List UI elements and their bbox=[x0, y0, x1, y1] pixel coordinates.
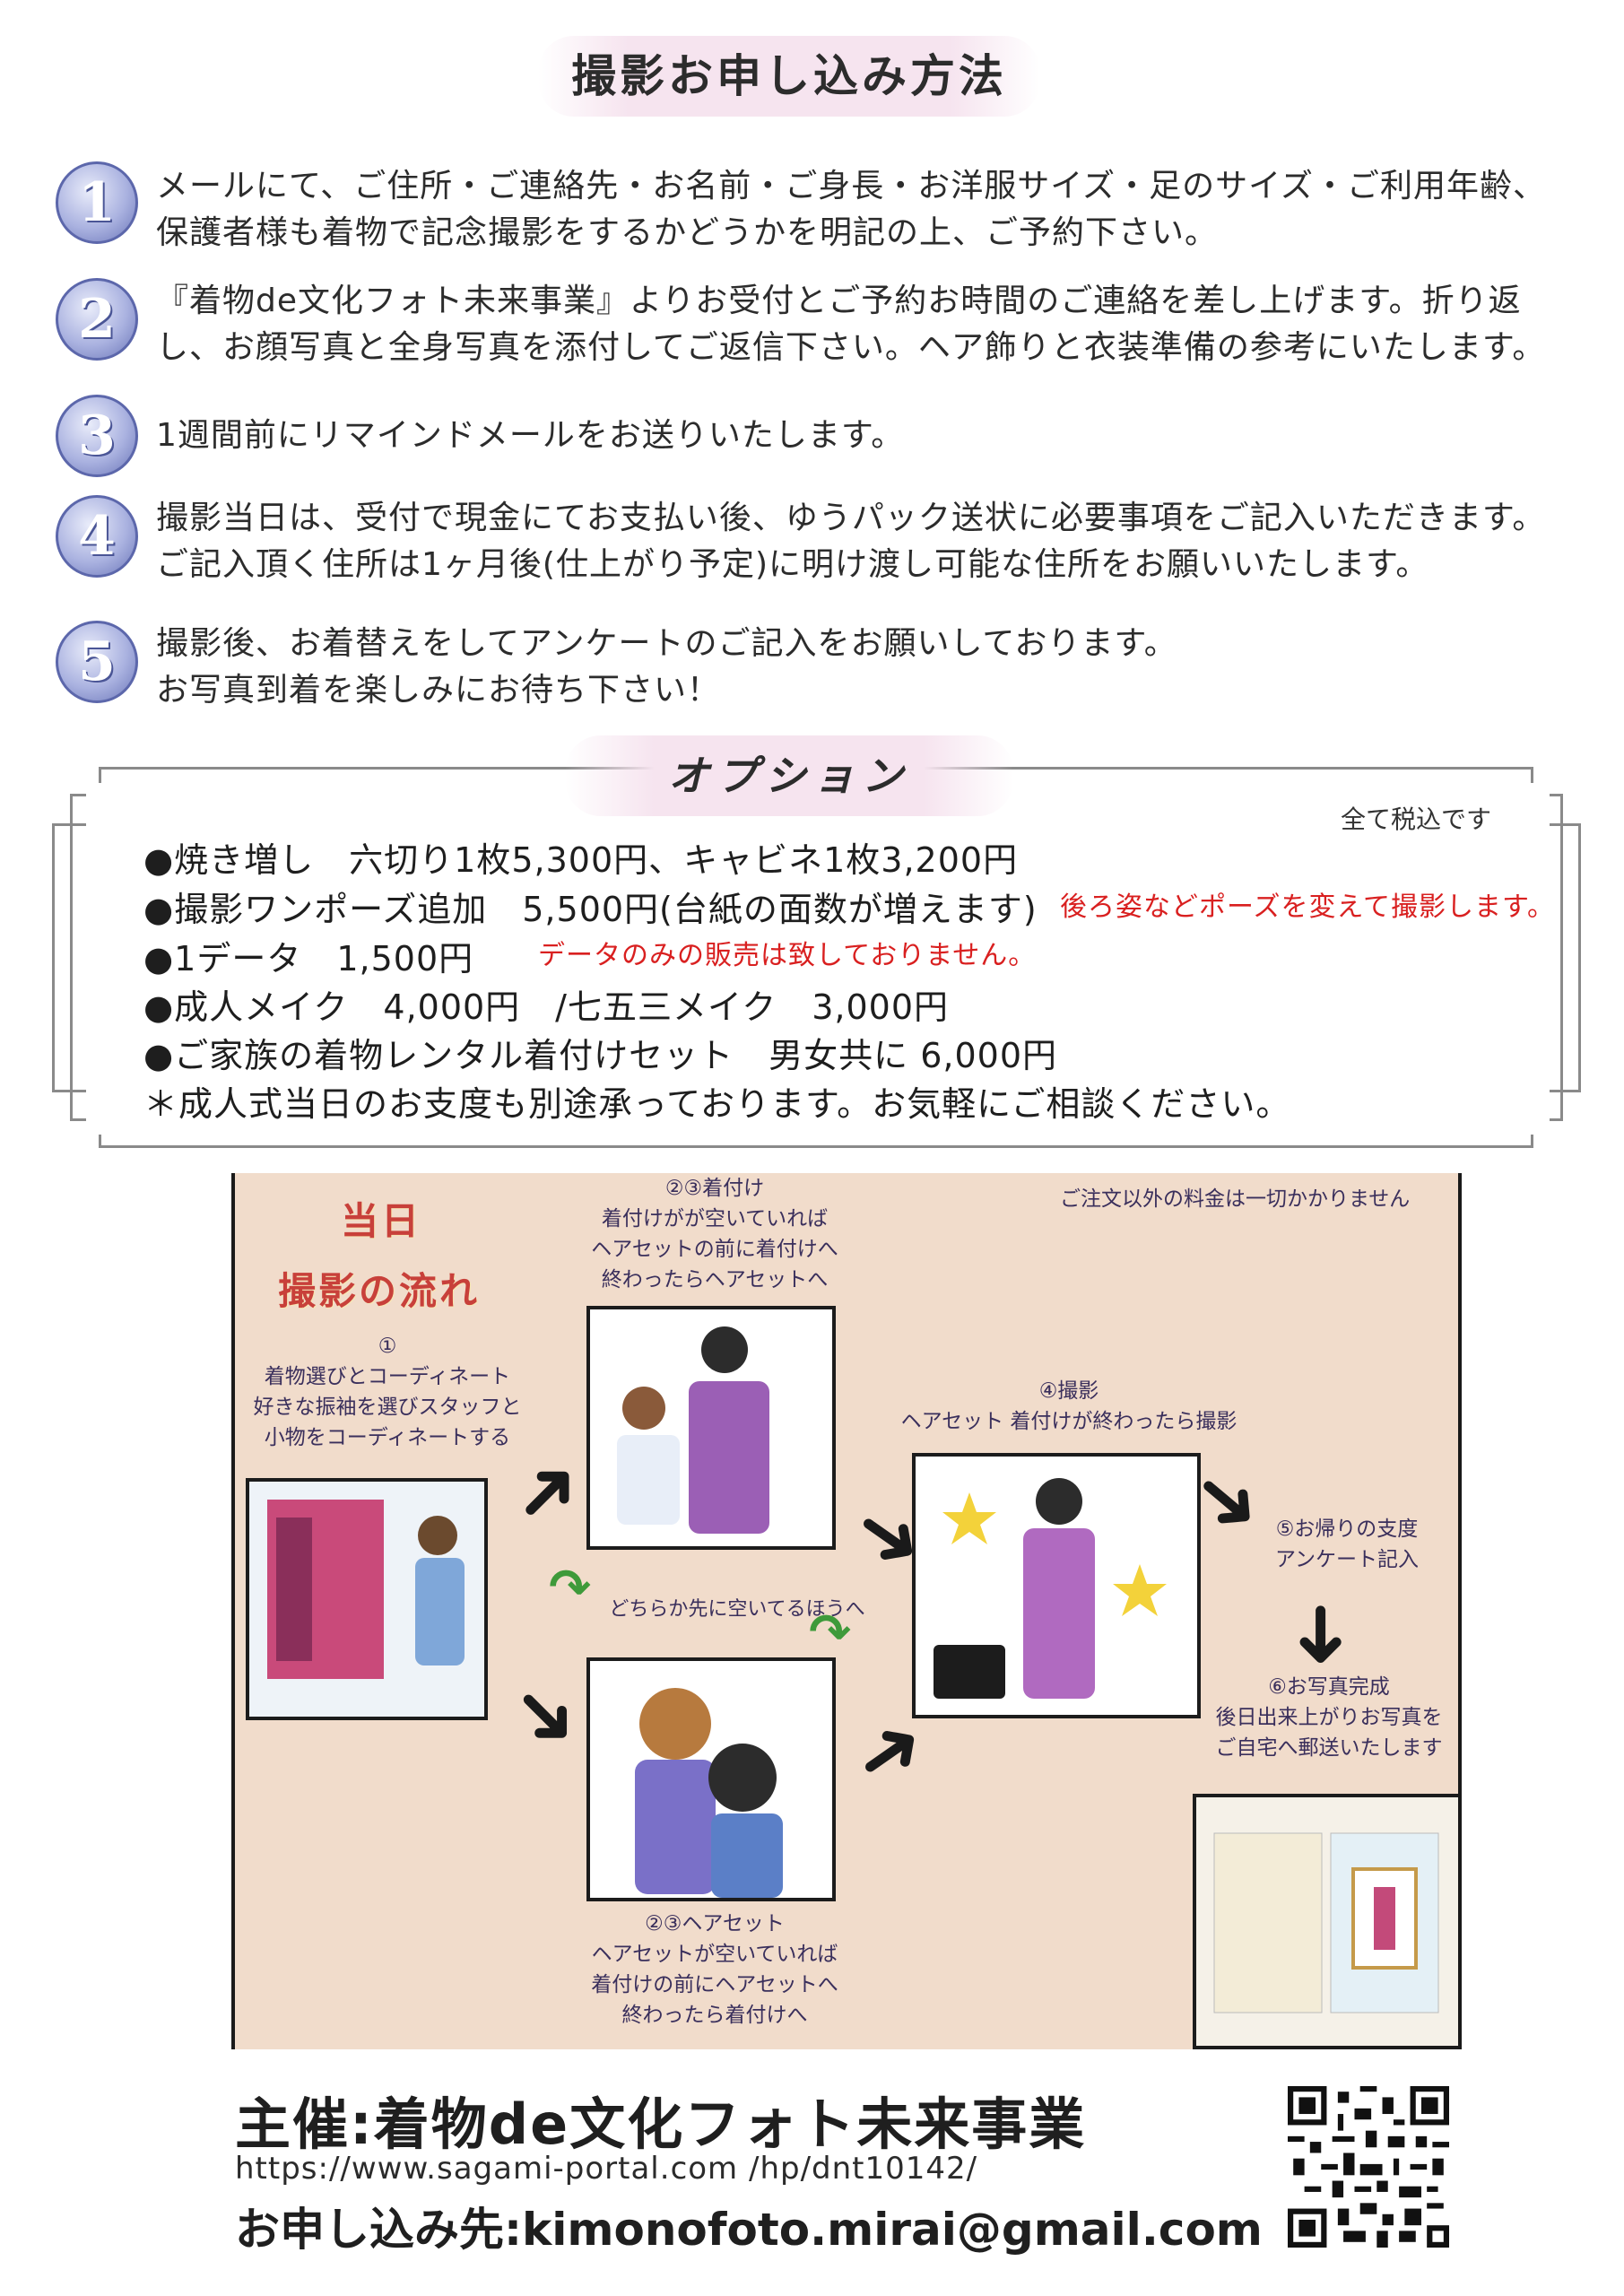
option-reprint: ●焼き増し 六切り1枚5,300円、キャビネ1枚3,200円 bbox=[143, 840, 1019, 880]
step-text: 1週間前にリマインドメールをお送りいたします。 bbox=[156, 417, 905, 454]
step-text: 『着物de文化フォト未来事業』よりお受付とご予約お時間のご連絡を差し上げます。折… bbox=[156, 283, 1546, 366]
step-number-badge: 3 bbox=[56, 395, 138, 477]
step-number-badge: 5 bbox=[56, 621, 138, 703]
note-data: データのみの販売は致しておりません。 bbox=[538, 940, 1037, 971]
step-1: 1 メールにて、ご住所・ご連絡先・お名前・ご身長・お洋服サイズ・足のサイズ・ご利… bbox=[56, 161, 1580, 260]
option-extra-pose: ●撮影ワンポーズ追加 5,500円(台紙の面数が増えます) bbox=[143, 890, 1038, 929]
dressing-illustration bbox=[617, 1326, 769, 1534]
arrow-down-right-icon: ➜ bbox=[490, 1657, 604, 1773]
cycle-arrow-left-icon: ↷ bbox=[549, 1559, 591, 1617]
step-text: 撮影後、お着替えをしてアンケートのご記入をお願いしております。 お写真到着を楽し… bbox=[156, 625, 1177, 709]
hair-styling-illustration bbox=[635, 1688, 783, 1898]
photo-shoot-photo bbox=[912, 1453, 1201, 1718]
flow-step-1-text: ① 着物選びとコーディネート 好きな振袖を選びスタッフと 小物をコーディネートす… bbox=[253, 1335, 522, 1449]
step-text: 撮影当日は、受付で現金にてお支払い後、ゆうパック送状に必要事項をご記入いただきま… bbox=[156, 500, 1546, 583]
options-panel bbox=[86, 783, 1550, 1135]
photo-album-illustration bbox=[1213, 1832, 1439, 2013]
arrow-down-icon: ➜ bbox=[1275, 1601, 1370, 1669]
hairset-photo bbox=[586, 1657, 836, 1901]
option-coming-of-age-note: ＊成人式当日のお支度も別途承っております。お気軽にご相談ください。 bbox=[143, 1084, 1291, 1124]
option-family-rental: ●ご家族の着物レンタル着付けセット 男女共に 6,000円 bbox=[143, 1036, 1058, 1075]
option-data: ●1データ 1,500円 bbox=[143, 939, 474, 978]
either-first-note: どちらか先に空いてるほうへ bbox=[609, 1598, 865, 1621]
flow-illustration: 当日 撮影の流れ ご注文以外の料金は一切かかりません ① 着物選びとコーディネー… bbox=[231, 1173, 1462, 2049]
arrow-up-right-icon: ➜ bbox=[489, 1433, 604, 1549]
website-url[interactable]: https://www.sagami-portal.com /hp/dnt101… bbox=[235, 2151, 978, 2187]
flow-step-4-text: ④撮影 ヘアセット 着付けが終わったら撮影 bbox=[900, 1379, 1238, 1433]
kimono-selection-photo bbox=[246, 1478, 488, 1720]
cycle-arrow-right-icon: ↷ bbox=[809, 1604, 851, 1662]
kimono-rack-illustration bbox=[267, 1500, 465, 1679]
finished-album-photo bbox=[1193, 1794, 1458, 2049]
title-highlight bbox=[538, 36, 1040, 117]
flow-step-6-text: ⑥お写真完成 後日出来上がりお写真を ご自宅へ郵送いたします bbox=[1215, 1675, 1443, 1760]
page-title: 撮影お申し込み方法 bbox=[571, 50, 1007, 102]
no-extra-fee-note: ご注文以外の料金は一切かかりません bbox=[1060, 1187, 1411, 1211]
flow-heading-day: 当日 bbox=[341, 1199, 422, 1243]
photo-shoot-illustration bbox=[934, 1478, 1167, 1699]
flow-step-kitsuke-text: ②③着付け 着付けがが空いていれば ヘアセットの前に着付けへ 終わったらヘアセッ… bbox=[591, 1177, 838, 1292]
option-makeup: ●成人メイク 4,000円 /七五三メイク 3,000円 bbox=[143, 987, 950, 1027]
kitsuke-photo bbox=[586, 1306, 836, 1550]
organizer-name: 主催:着物de文化フォト未来事業 bbox=[235, 2092, 1087, 2157]
options-title: オプション bbox=[668, 752, 910, 800]
step-3: 3 1週間前にリマインドメールをお送りいたします。 bbox=[56, 395, 1580, 484]
step-number-badge: 1 bbox=[56, 161, 138, 244]
qr-code-icon[interactable] bbox=[1288, 2086, 1449, 2248]
flow-heading-title: 撮影の流れ bbox=[278, 1269, 481, 1313]
step-text: メールにて、ご住所・ご連絡先・お名前・ご身長・お洋服サイズ・足のサイズ・ご利用年… bbox=[156, 168, 1547, 251]
flow-step-hair-text: ②③ヘアセット ヘアセットが空いていれば 着付けの前にヘアセットへ 終わったら着… bbox=[591, 1912, 838, 2027]
flow-step-5-text: ⑤お帰りの支度 アンケート記入 bbox=[1274, 1518, 1420, 1571]
step-5: 5 撮影後、お着替えをしてアンケートのご記入をお願いしております。 お写真到着を… bbox=[56, 621, 1580, 719]
step-number-badge: 2 bbox=[56, 278, 138, 361]
step-2: 2 『着物de文化フォト未来事業』よりお受付とご予約お時間のご連絡を差し上げます… bbox=[56, 278, 1580, 377]
note-pose: 後ろ姿などポーズを変えて撮影します。 bbox=[1060, 891, 1555, 923]
application-email[interactable]: お申し込み先:kimonofoto.mirai@gmail.com bbox=[235, 2204, 1263, 2256]
step-number-badge: 4 bbox=[56, 495, 138, 578]
options-title-highlight bbox=[565, 735, 1013, 816]
tax-note: 全て税込です bbox=[1341, 804, 1492, 834]
step-4: 4 撮影当日は、受付で現金にてお支払い後、ゆうパック送状に必要事項をご記入いただ… bbox=[56, 495, 1580, 594]
